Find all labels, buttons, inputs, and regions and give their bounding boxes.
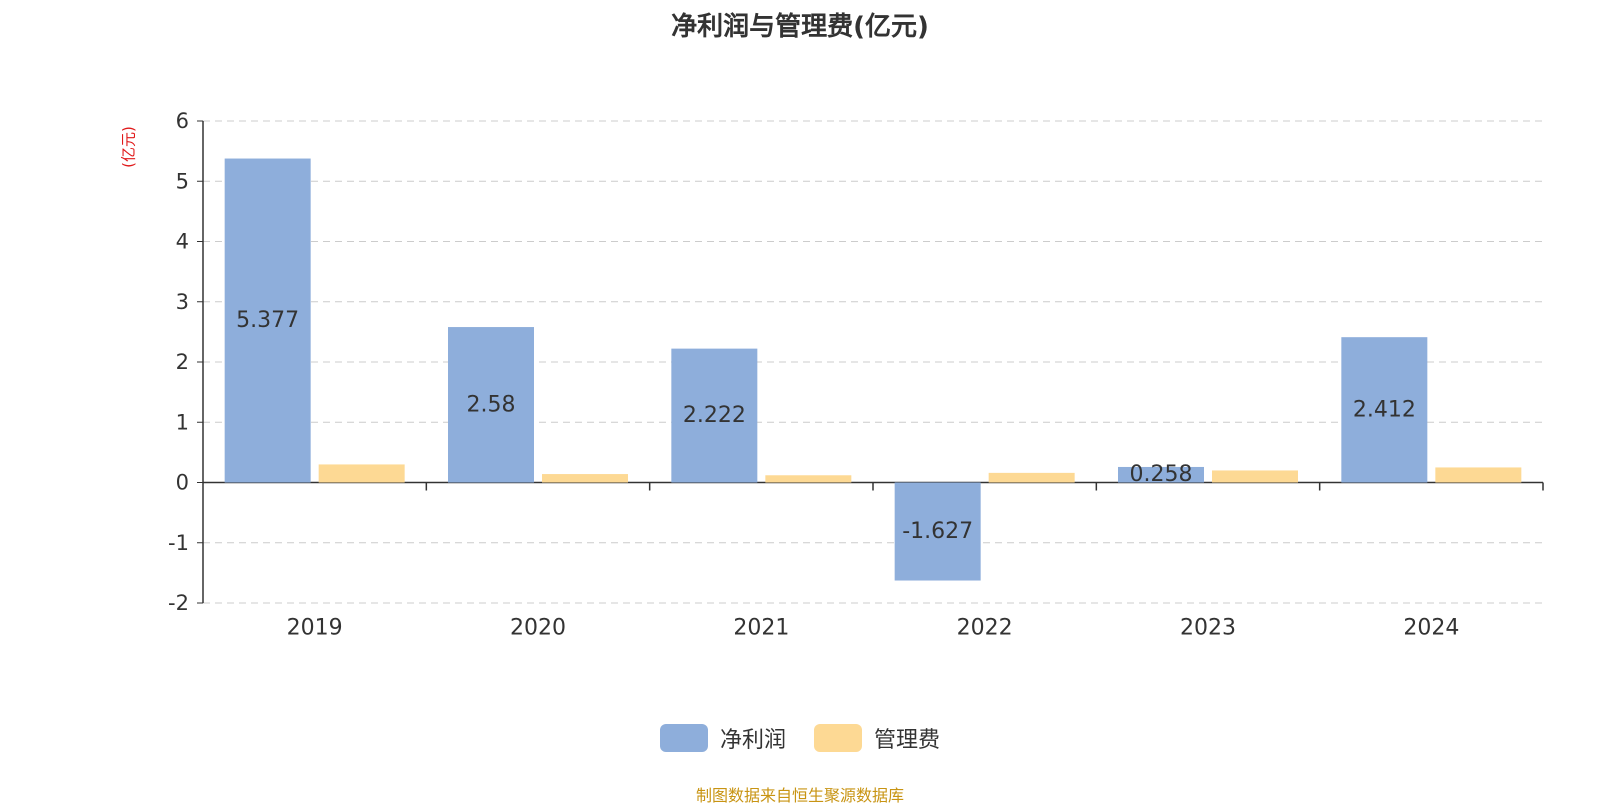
bar-net-profit: [224, 158, 311, 483]
bar-admin-expense: [318, 464, 405, 483]
source-note: 制图数据来自恒生聚源数据库: [695, 786, 904, 805]
legend-label-net-profit: 净利润: [719, 728, 786, 753]
x-tick-label: 2019: [287, 616, 343, 641]
data-label: 0.258: [1130, 462, 1193, 487]
data-label: -1.627: [902, 519, 973, 544]
y-tick-label: 3: [176, 290, 189, 314]
bar-admin-expense: [765, 475, 852, 483]
legend-item-net-profit[interactable]: 净利润: [659, 722, 786, 754]
legend-label-admin-expense: 管理费: [874, 728, 941, 753]
x-tick-label: 2020: [510, 616, 566, 641]
data-label: 2.412: [1353, 397, 1416, 422]
bar-admin-expense: [542, 474, 628, 483]
x-tick-label: 2022: [957, 616, 1013, 641]
bar-admin-expense: [1212, 470, 1298, 483]
legend-item-admin-expense[interactable]: 管理费: [814, 722, 940, 754]
bar-net-profit: [1341, 337, 1428, 483]
bar-admin-expense: [1435, 467, 1522, 483]
bar-net-profit: [448, 327, 534, 483]
y-tick-label: 2: [176, 350, 189, 374]
x-tick-label: 2021: [733, 616, 789, 641]
y-tick-label: 5: [176, 169, 189, 193]
x-tick-label: 2024: [1403, 616, 1459, 641]
legend-swatch-admin-expense: [814, 724, 862, 752]
bar-layer: [224, 158, 1522, 581]
chart-title: 净利润与管理费(亿元): [671, 12, 929, 42]
axis-layer: -2 -1 0 1 2 3 4 5 6 2019 2020 2021 2022 2023 2024: [168, 109, 1544, 641]
legend: 净利润 管理费: [0, 722, 1600, 754]
y-tick-label: 1: [176, 410, 189, 434]
data-label: 5.377: [236, 308, 299, 333]
bar-net-profit: [1118, 466, 1204, 483]
y-tick-label: -2: [168, 591, 189, 615]
data-label: 2.222: [683, 403, 746, 428]
y-tick-label: 4: [176, 230, 189, 254]
x-tick-label: 2023: [1180, 616, 1236, 641]
y-tick-label: 0: [176, 471, 189, 495]
bar-admin-expense: [988, 472, 1075, 483]
bar-net-profit: [894, 482, 981, 581]
grid-layer: [203, 120, 1543, 604]
y-tick-label: 6: [176, 109, 189, 133]
y-tick-label: -1: [168, 531, 189, 555]
bar-net-profit: [671, 348, 758, 483]
label-layer: 5.377 2.58 2.222 -1.627 0.258 2.412: [236, 308, 1416, 544]
data-label: 2.58: [467, 392, 516, 417]
legend-swatch-net-profit: [659, 724, 708, 752]
